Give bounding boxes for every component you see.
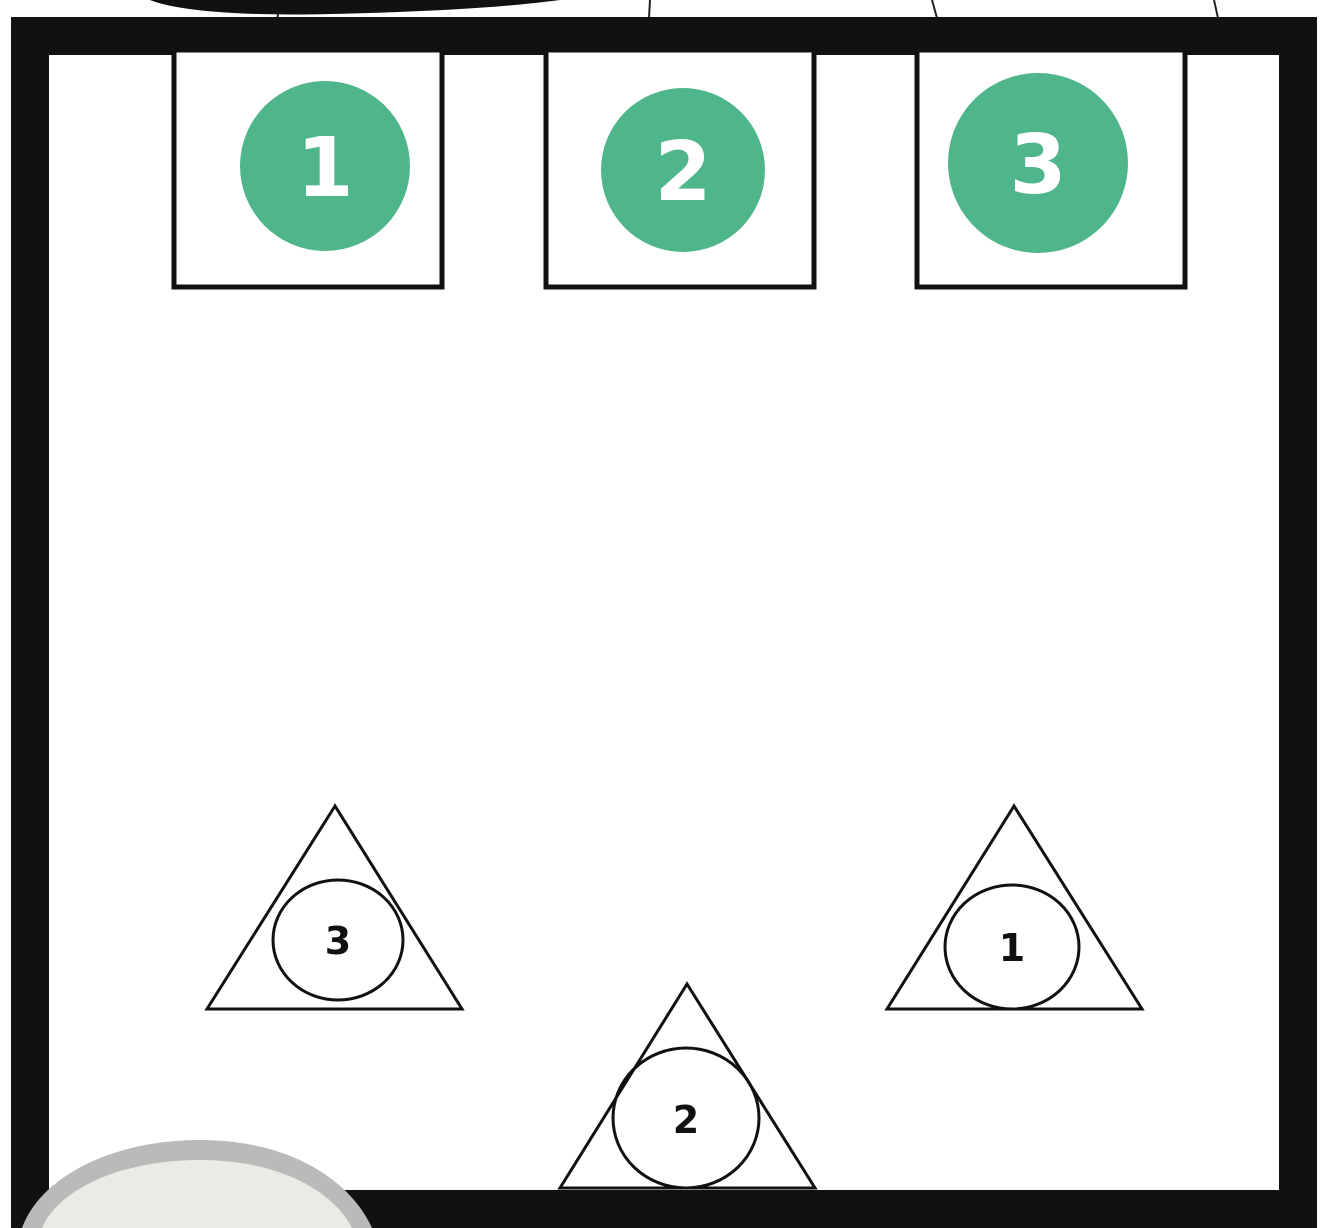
seat-number-bottom: 2 xyxy=(673,1098,699,1142)
seat-number-left: 3 xyxy=(325,919,351,963)
top-object-silhouette xyxy=(150,0,560,14)
station-number-1: 1 xyxy=(296,121,353,216)
station-number-2: 2 xyxy=(654,125,711,220)
seat-number-right: 1 xyxy=(999,926,1025,970)
seat-triangle-bottom xyxy=(560,984,815,1188)
seat-triangle-left xyxy=(207,806,462,1009)
station-number-3: 3 xyxy=(1009,118,1066,213)
seat-triangle-right xyxy=(887,806,1142,1009)
